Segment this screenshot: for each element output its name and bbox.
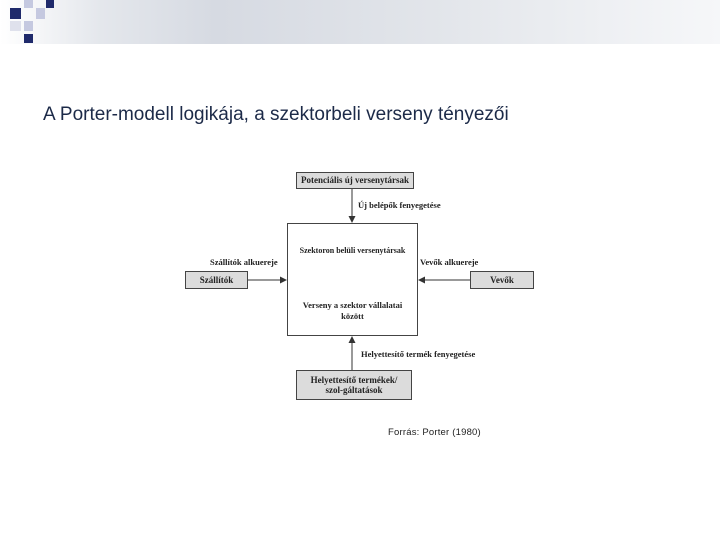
square-light-2 xyxy=(36,8,45,19)
label-substitute-threat: Helyettesítő termék fenyegetése xyxy=(361,349,476,359)
square-dark-3 xyxy=(46,0,54,8)
center-text: Verseny a szektor vállalatai között xyxy=(302,300,403,321)
porter-diagram: Potenciális új versenytársak Új belépők … xyxy=(180,165,540,405)
box-suppliers: Szállítók xyxy=(185,271,248,289)
square-light-3 xyxy=(24,21,33,31)
source-citation: Forrás: Porter (1980) xyxy=(388,427,481,438)
center-title: Szektoron belüli versenytársak xyxy=(299,246,406,255)
square-light-4 xyxy=(10,21,21,31)
square-light-1 xyxy=(24,0,33,8)
label-supplier-power: Szállítók alkuereje xyxy=(210,257,278,267)
header-gradient-band xyxy=(0,0,720,44)
square-dark-2 xyxy=(24,34,33,43)
box-substitutes: Helyettesítő termékek/ szol-gáltatások xyxy=(296,370,412,400)
square-dark-1 xyxy=(10,8,21,19)
box-potential-entrants: Potenciális új versenytársak xyxy=(296,172,414,189)
label-buyer-power: Vevők alkuereje xyxy=(420,257,479,267)
slide-title: A Porter-modell logikája, a szektorbeli … xyxy=(43,104,509,125)
box-buyers: Vevők xyxy=(470,271,534,289)
label-new-entrants-threat: Új belépők fenyegetése xyxy=(358,200,441,210)
box-industry-competitors: Szektoron belüli versenytársak Verseny a… xyxy=(287,223,418,336)
